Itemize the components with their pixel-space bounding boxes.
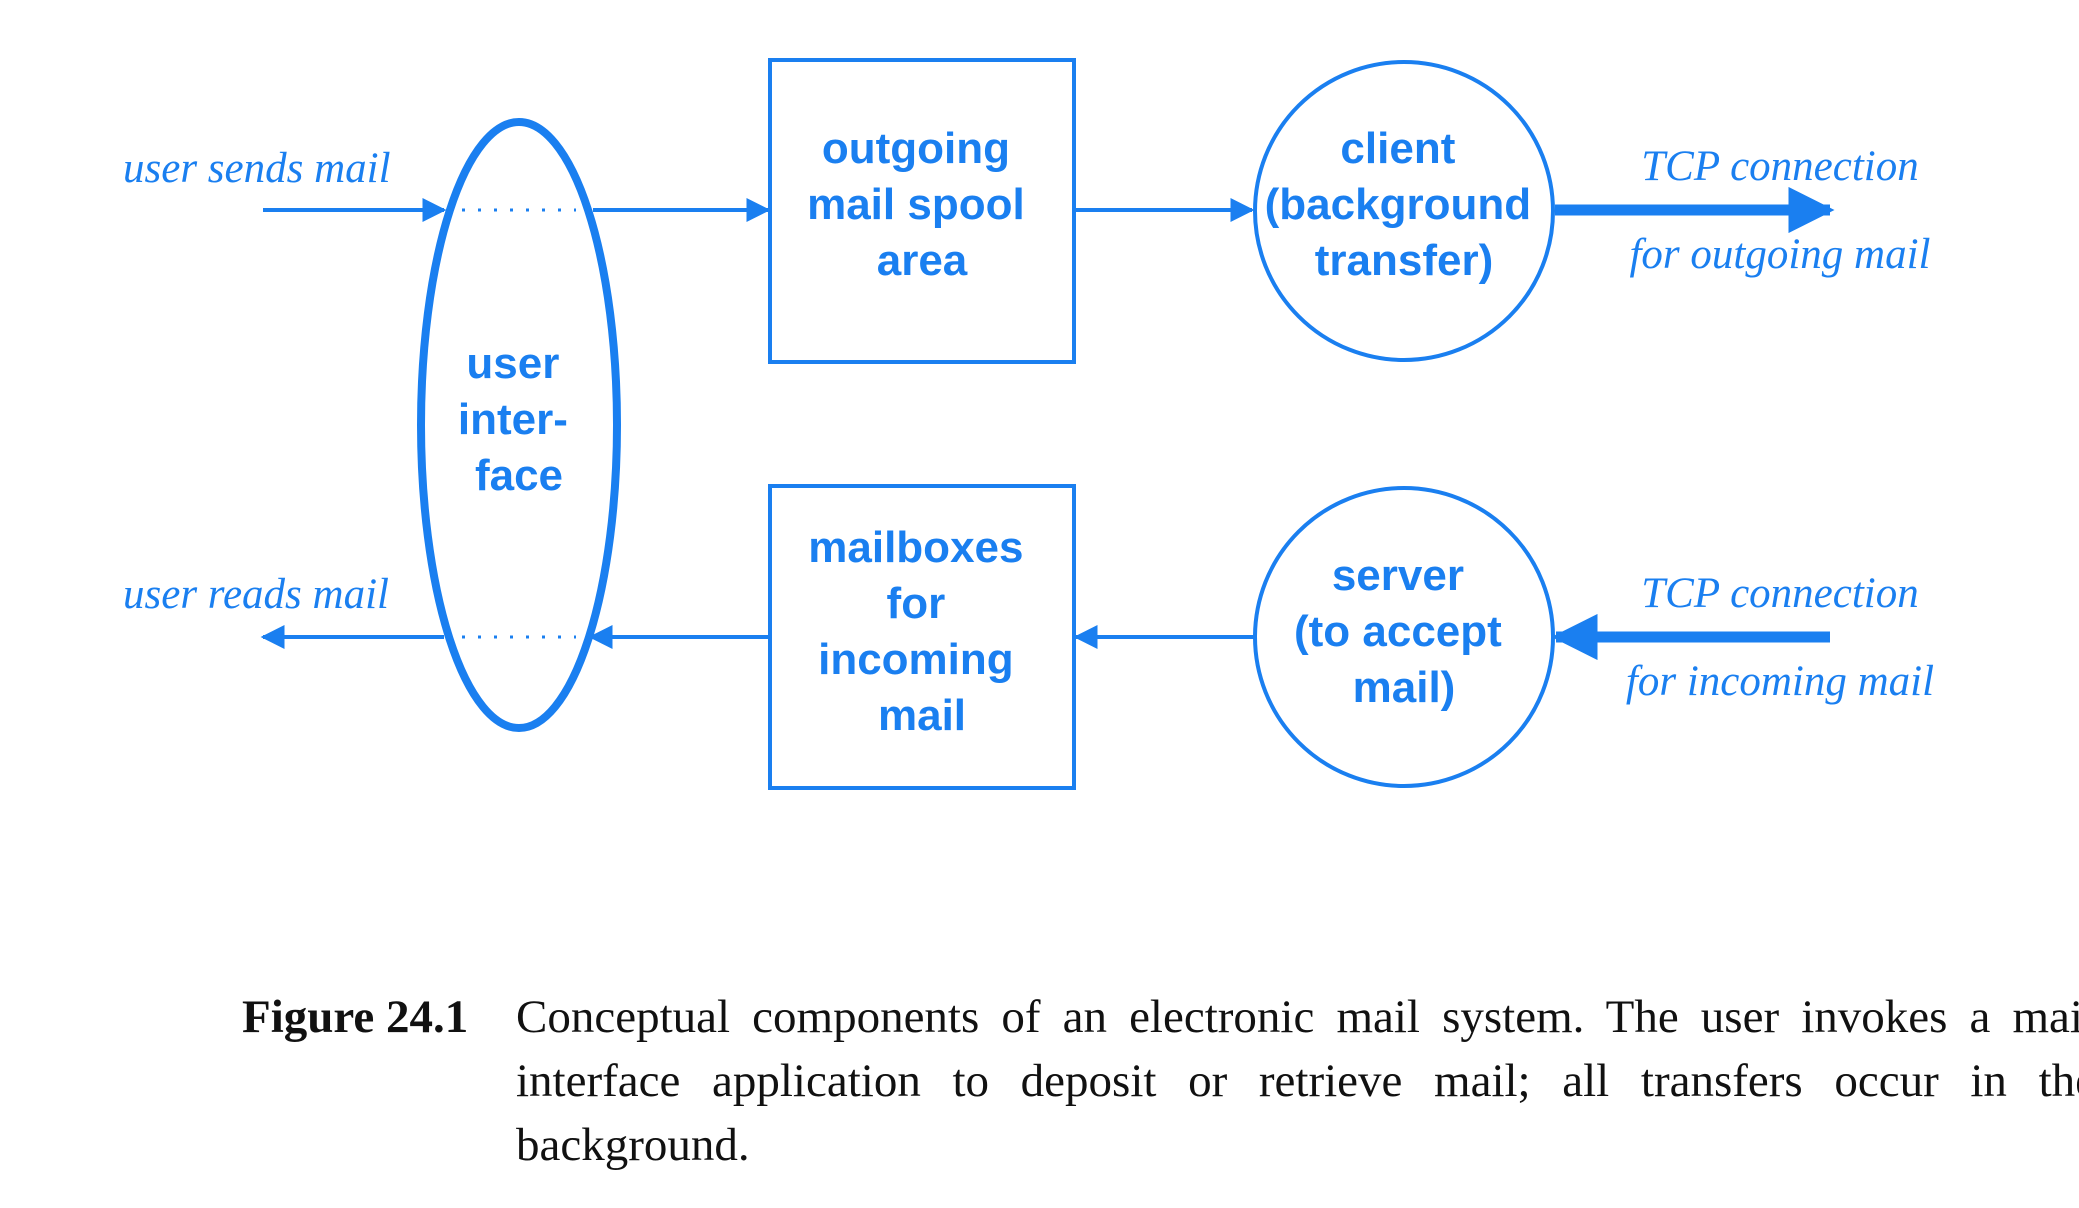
email-system-diagram: user inter- face outgoing mail spool are… bbox=[123, 58, 1934, 790]
svg-text:user inter- face: user inter- face bbox=[458, 339, 580, 500]
svg-text:mailboxes for inco: mailboxes for incoming mail bbox=[808, 523, 1035, 740]
user-sends-label: user sends mail bbox=[123, 145, 391, 192]
user-reads-label: user reads mail bbox=[123, 571, 389, 618]
client-node: client (background transfer) bbox=[1253, 60, 1555, 362]
tcp-out-label-1: TCP connection bbox=[1641, 143, 1918, 190]
tcp-in-label-2: for incoming mail bbox=[1626, 658, 1934, 705]
server-node: server (to accept mail) bbox=[1253, 486, 1555, 788]
mailboxes-node: mailboxes for incoming mail bbox=[768, 484, 1076, 790]
svg-text:server (to accept: server (to accept mail) bbox=[1294, 551, 1514, 712]
figure-number: Figure 24.1 bbox=[242, 991, 469, 1043]
tcp-in-label-1: TCP connection bbox=[1641, 570, 1918, 617]
outgoing-spool-node: outgoing mail spool area bbox=[768, 58, 1076, 364]
svg-text:client (background: client (background transfer) bbox=[1265, 124, 1544, 285]
svg-text:outgoing mail spool: outgoing mail spool area bbox=[807, 124, 1037, 285]
user-interface-node: user inter- face bbox=[417, 118, 621, 732]
caption-text: Conceptual components of an electronic m… bbox=[516, 991, 2079, 1171]
tcp-out-label-2: for outgoing mail bbox=[1629, 231, 1930, 278]
